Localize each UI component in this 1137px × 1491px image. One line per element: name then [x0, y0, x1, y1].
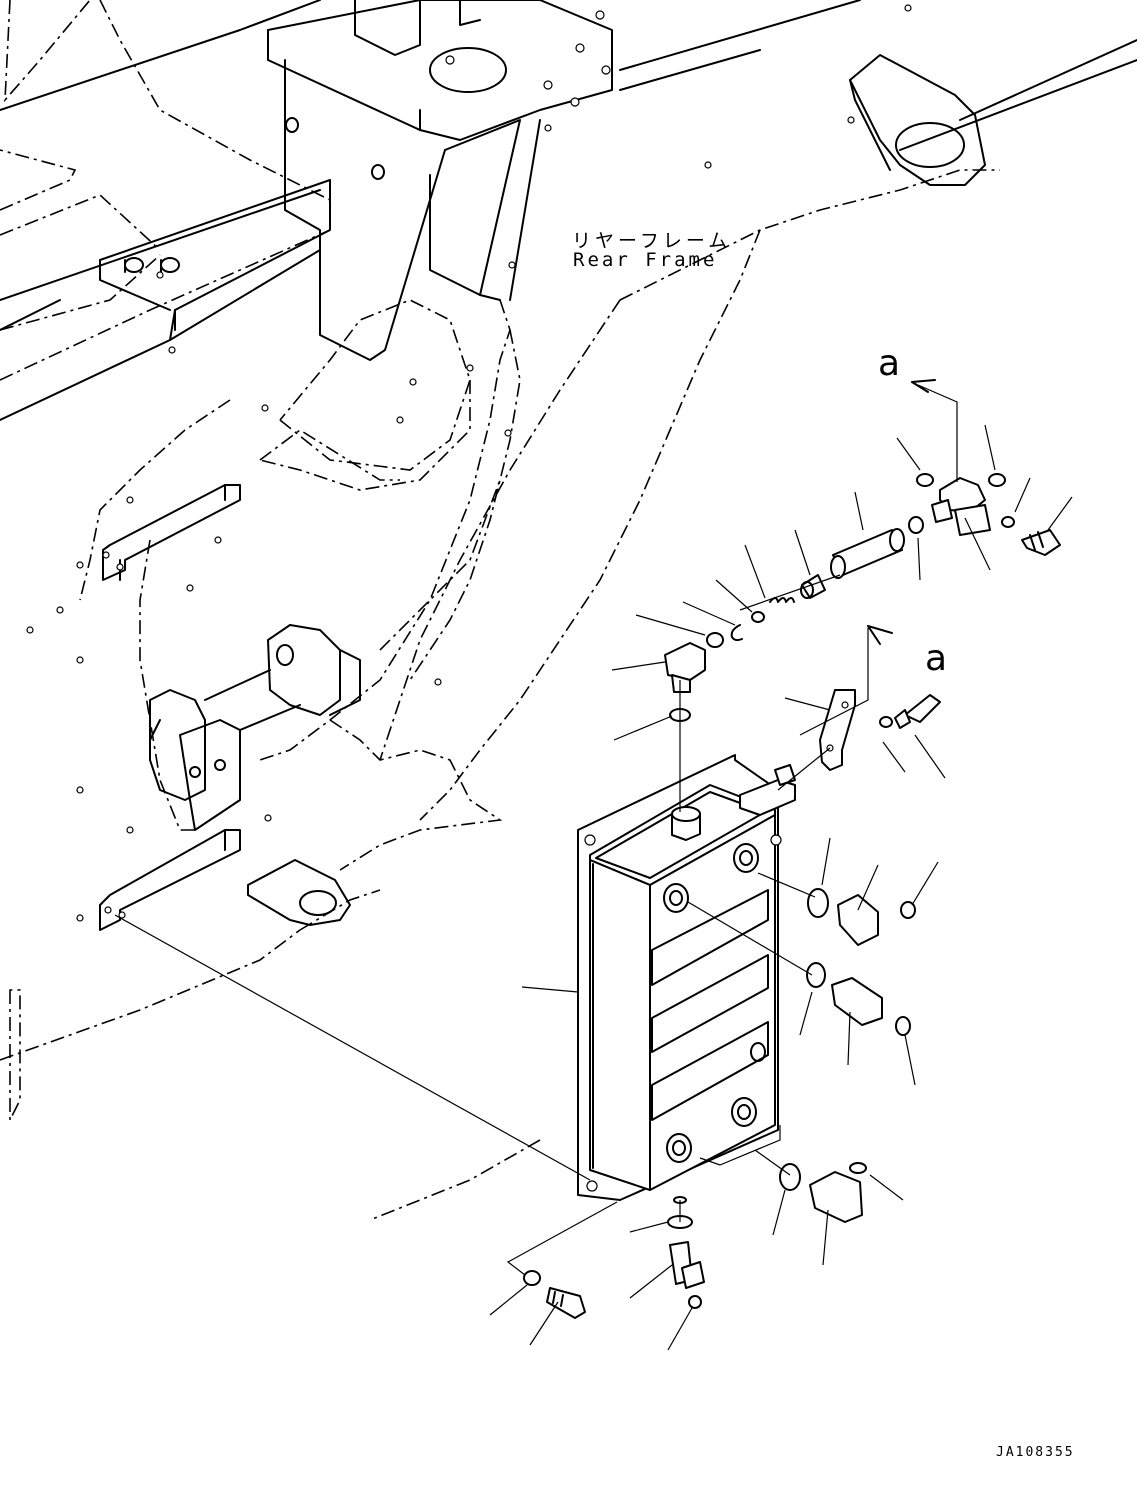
tank-body: [577, 754, 782, 1204]
view-marker-middle: a: [925, 638, 948, 679]
frame-label-english: Rear Frame: [573, 249, 718, 271]
bolt-holes: [26, 4, 912, 922]
leader-lines: [114, 379, 1073, 1351]
drawing-number: JA108355: [996, 1445, 1075, 1460]
frame-label-japanese: リヤーフレーム: [572, 230, 732, 252]
view-marker-top: a: [878, 343, 901, 384]
fitting-parts: [523, 473, 1061, 1319]
rear-frame-outline: [0, 0, 1137, 1221]
